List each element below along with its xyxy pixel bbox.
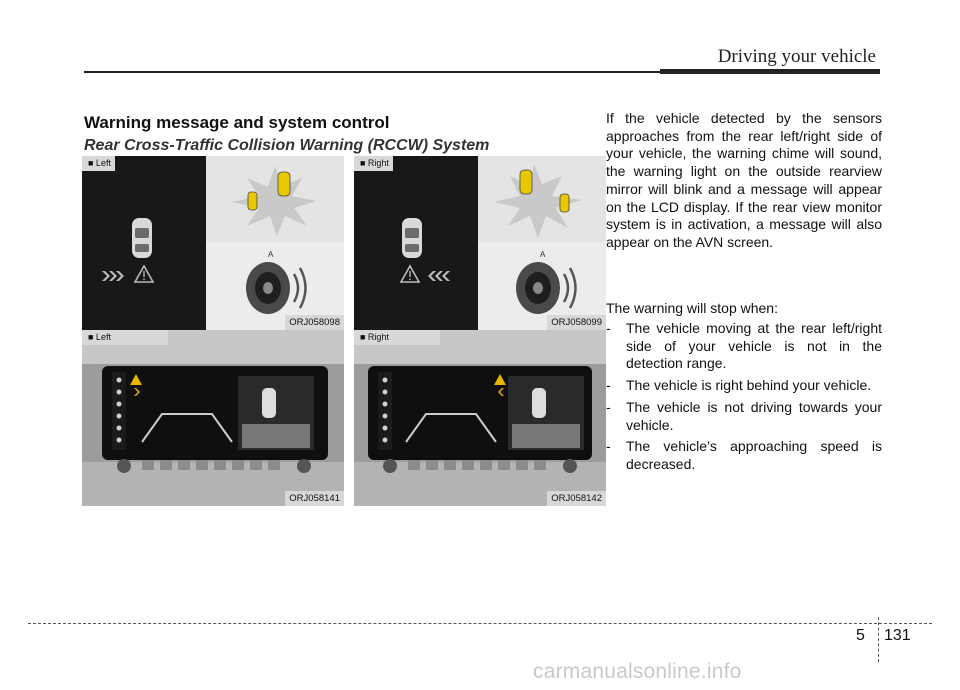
figure-avn-left: ■ Left ORJ058141 (82, 330, 344, 506)
approach-chevrons-icon (102, 271, 124, 281)
speaker-icon (516, 262, 577, 314)
approach-chevrons-icon (428, 271, 450, 281)
watermark: carmanualsonline.info (533, 660, 742, 683)
figure-cluster-right: ■ Right A ORJ058099 (354, 156, 606, 330)
list-item: -The vehicle’s approaching speed is decr… (606, 438, 882, 473)
car-top-view-icon (132, 218, 152, 258)
warning-triangle-icon (133, 264, 155, 283)
list-dash: - (606, 320, 611, 336)
figure-label-a: A (268, 250, 274, 259)
list-dash: - (606, 438, 611, 455)
figure-code: ORJ058142 (547, 491, 606, 506)
warning-indicator-icon (494, 374, 506, 396)
cluster-right-illustration (354, 156, 606, 330)
figure-tag: ■ Left (82, 330, 168, 345)
list-item: -The vehicle is right behind your vehicl… (606, 377, 882, 395)
warning-indicator-icon (130, 374, 142, 396)
figure-tag: ■ Right (354, 156, 393, 171)
warning-triangle-icon (399, 264, 421, 283)
stop-conditions-intro: The warning will stop when: (606, 300, 778, 316)
avn-left-illustration (82, 330, 344, 506)
crash-burst-icon (232, 166, 317, 236)
body-paragraph: If the vehicle detected by the sensors a… (606, 110, 882, 250)
list-item: -The vehicle moving at the rear left/rig… (606, 320, 882, 373)
list-item: -The vehicle is not driving towards your… (606, 399, 882, 434)
cluster-left-illustration (82, 156, 344, 330)
car-top-view-icon (402, 218, 422, 258)
list-item-text: The vehicle moving at the rear left/righ… (626, 320, 882, 372)
body-paragraph-block: If the vehicle detected by the sensors a… (606, 110, 882, 252)
footer-rule (28, 623, 932, 624)
figure-code: ORJ058099 (547, 315, 606, 330)
footer-divider (878, 617, 879, 662)
crash-burst-icon (494, 164, 582, 238)
figure-tag: ■ Right (354, 330, 440, 345)
list-item-text: The vehicle is right behind your vehicle… (626, 377, 872, 394)
figure-tag: ■ Left (82, 156, 115, 171)
header-title: Driving your vehicle (717, 46, 876, 67)
figure-cluster-left: ■ Left A ORJ058098 (82, 156, 344, 330)
figure-label-a: A (540, 250, 546, 259)
stop-conditions-list: -The vehicle moving at the rear left/rig… (606, 320, 882, 478)
header-rule (84, 71, 660, 73)
section-title: Warning message and system control (84, 113, 390, 132)
figure-code: ORJ058098 (285, 315, 344, 330)
chapter-number: 5 (856, 627, 865, 644)
avn-right-illustration (354, 330, 606, 506)
list-item-text: The vehicle’s approaching speed is decre… (626, 438, 882, 472)
page-number: 131 (884, 627, 911, 644)
speaker-icon (246, 262, 307, 314)
list-item-text: The vehicle is not driving towards your … (626, 398, 882, 433)
figure-code: ORJ058141 (285, 491, 344, 506)
section-subtitle: Rear Cross-Traffic Collision Warning (RC… (84, 137, 490, 154)
list-dash: - (606, 398, 611, 415)
yellow-car-icon (247, 171, 291, 211)
yellow-car-icon (519, 169, 570, 213)
list-dash: - (606, 377, 611, 394)
header-rule-accent (660, 69, 880, 74)
figure-avn-right: ■ Right ORJ058142 (354, 330, 606, 506)
